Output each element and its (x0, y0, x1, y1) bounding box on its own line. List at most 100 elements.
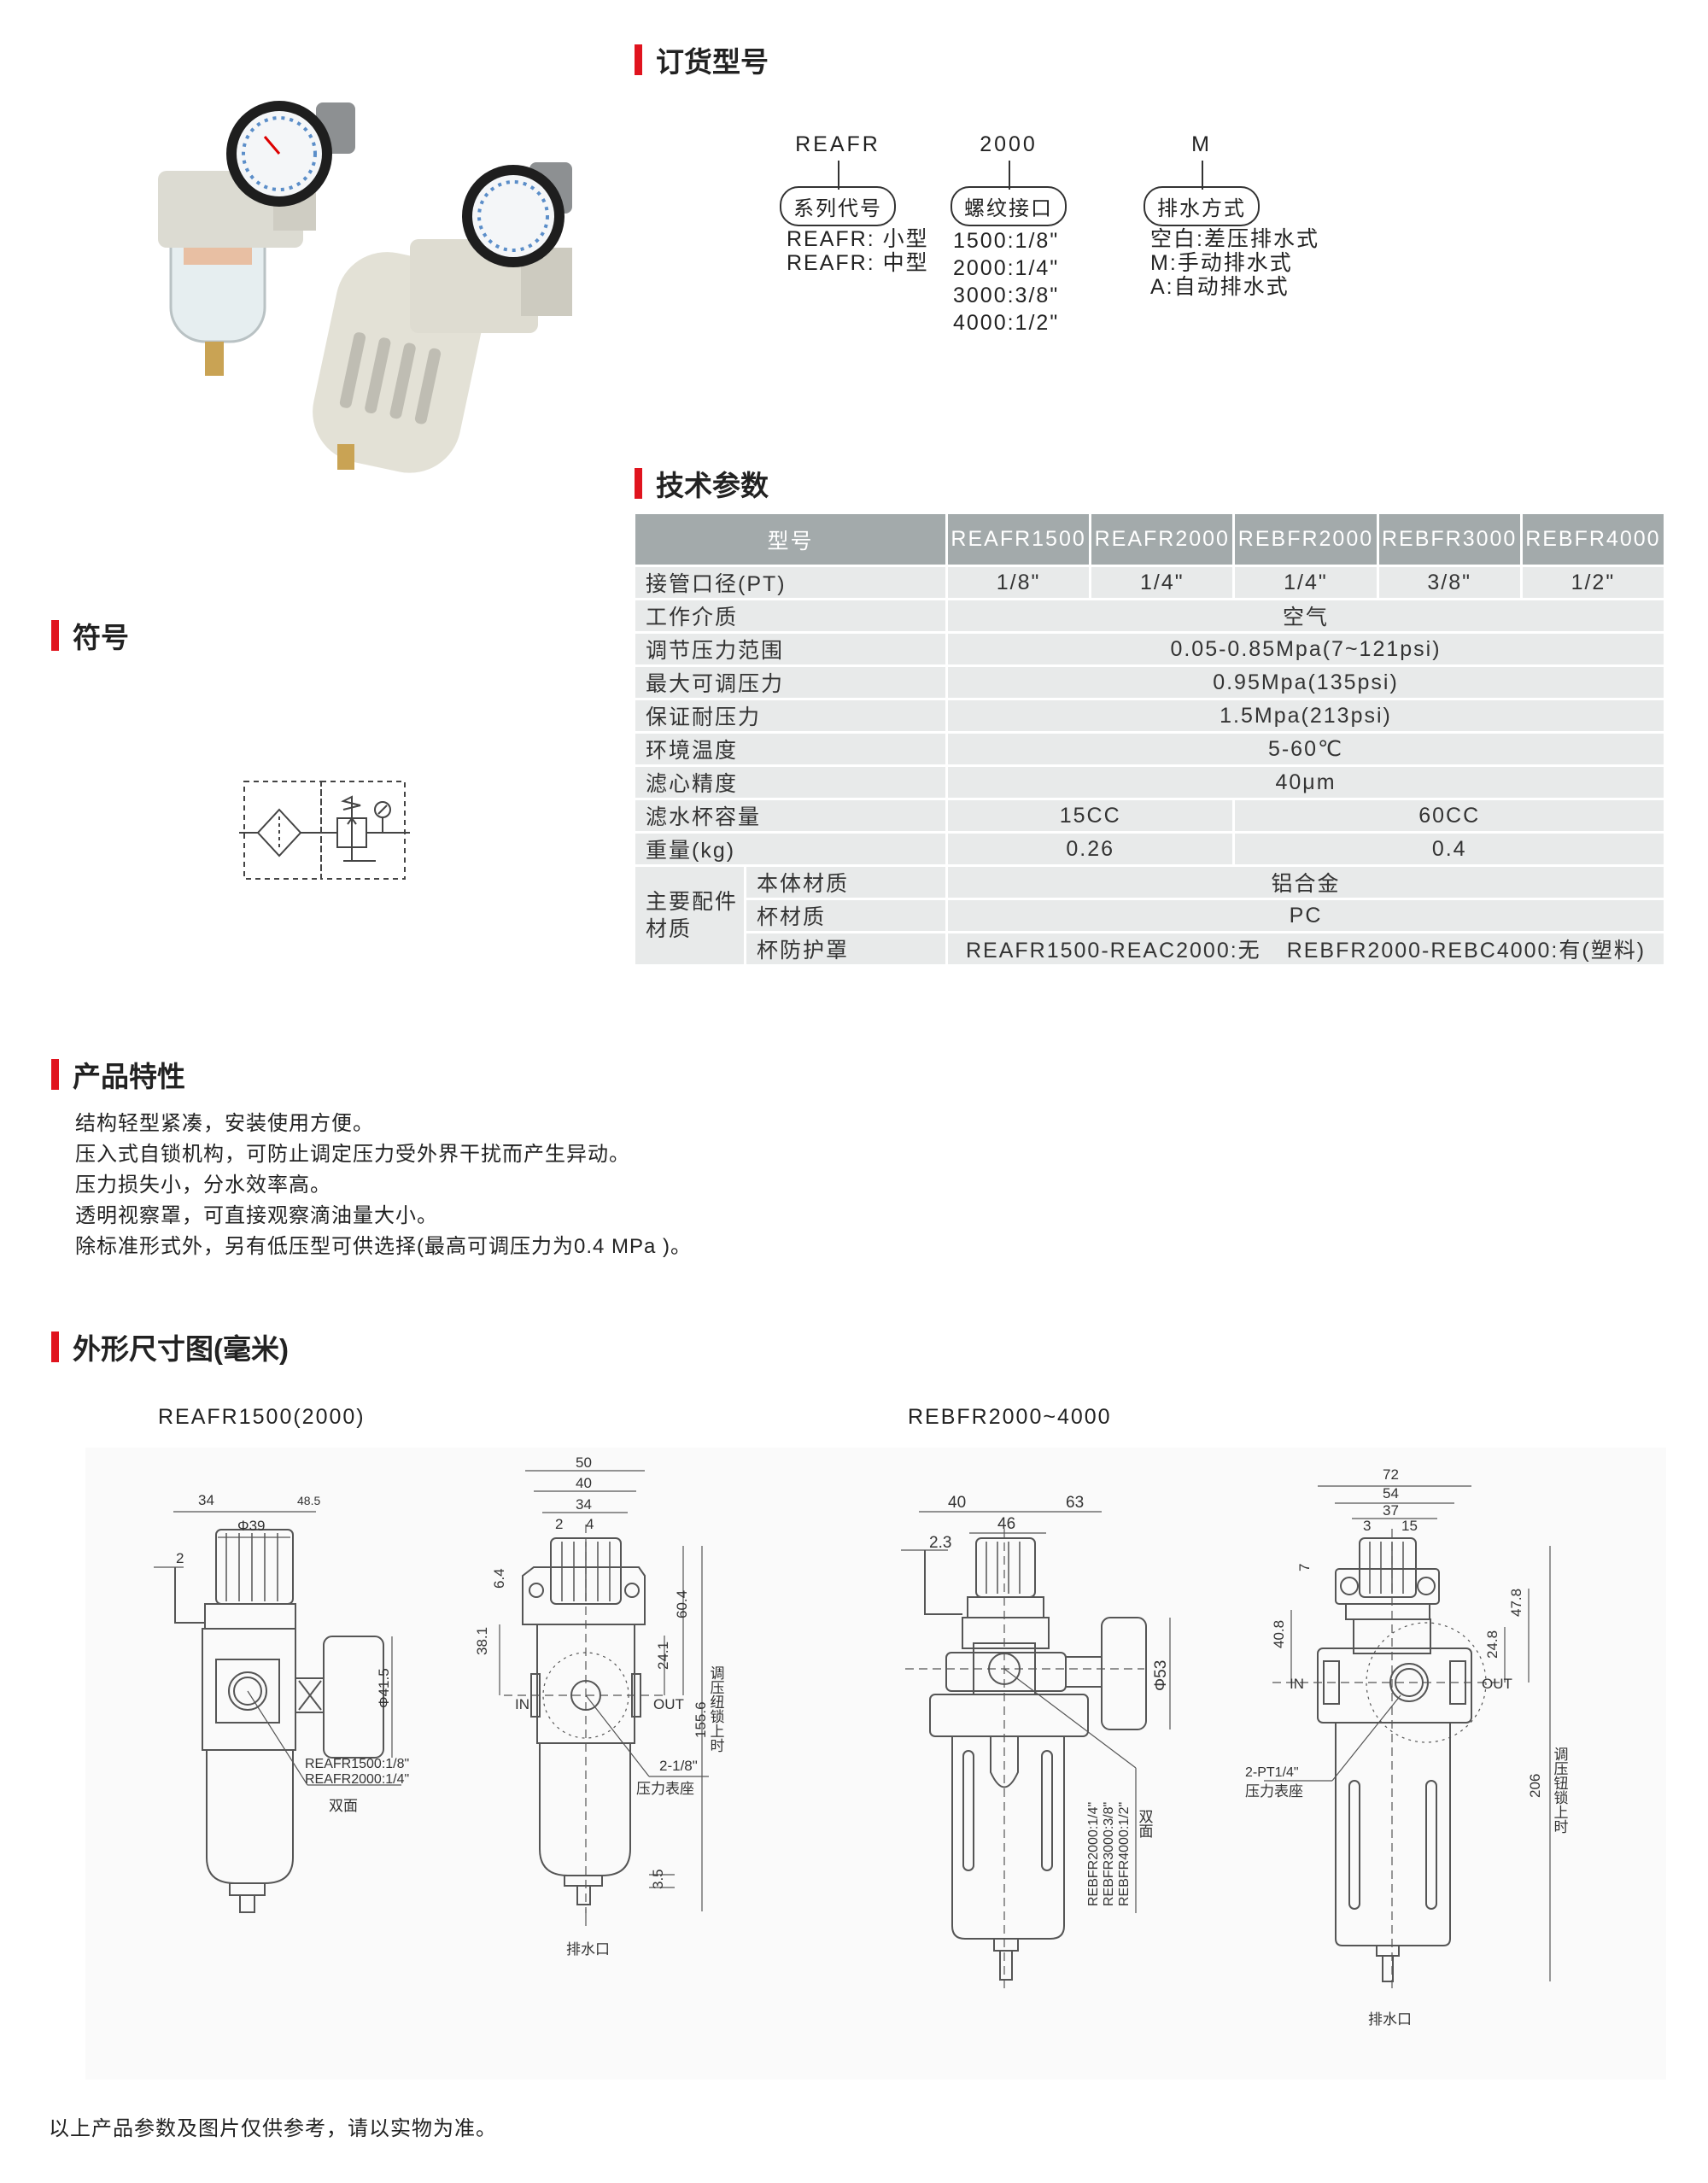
dim-label: 48.5 (297, 1494, 320, 1507)
table-row: 工作介质空气 (632, 598, 1666, 634)
feature-item: 透明视察罩，可直接观察滴油量大小。 (75, 1204, 438, 1227)
symbol-heading: 符号 (51, 615, 129, 656)
drawing-rebfr-front (1264, 1485, 1551, 1990)
dim-label: REBFR3000:3/8" (1102, 1802, 1116, 1906)
cell: 1.5Mpa(213psi) (945, 698, 1666, 734)
medium-filter-regulator (313, 162, 572, 473)
dim-label: 63 (1066, 1494, 1084, 1512)
dim-label: 206 (1527, 1774, 1543, 1798)
row-sublabel: 杯材质 (743, 898, 949, 933)
dim-label: 15 (1401, 1518, 1418, 1534)
features-list: 结构轻型紧凑，安装使用方便。 压入式自锁机构，可防止调定压力受外界干扰而产生异动… (75, 1109, 692, 1262)
header-model-col: REBFR4000 (1519, 512, 1667, 567)
cell: 1/2" (1519, 565, 1667, 600)
cell: PC (945, 898, 1666, 933)
heading-accent-bar (51, 1331, 59, 1362)
drain-options: 空白:差压排水式 M:手动排水式 A:自动排水式 (1150, 227, 1319, 299)
option: 1500:1/8" (953, 229, 1060, 253)
option: 空白:差压排水式 (1150, 227, 1319, 251)
code-series: REAFR (795, 132, 880, 156)
cell: 3/8" (1376, 565, 1523, 600)
dim-label: 压力表座 (1245, 1783, 1303, 1800)
dim-label: 双面 (1137, 1809, 1154, 1838)
dim-label: 2-PT1/4" (1245, 1765, 1299, 1780)
cell: 0.95Mpa(135psi) (945, 664, 1666, 700)
row-label: 保证耐压力 (632, 698, 949, 734)
option: 3000:3/8" (953, 284, 1060, 307)
option: 2000:1/4" (953, 256, 1060, 280)
dim-label: 72 (1383, 1466, 1399, 1483)
header-model-col: REAFR2000 (1089, 512, 1236, 567)
dim-label: 155.6 (693, 1701, 709, 1738)
feature-item: 结构轻型紧凑，安装使用方便。 (75, 1112, 374, 1135)
features-heading: 产品特性 (51, 1054, 185, 1095)
group-label-rebfr: REBFR2000~4000 (908, 1405, 1112, 1429)
dim-label: Φ41.5 (376, 1668, 392, 1708)
dim-label: 调压钮锁上时 (1552, 1747, 1569, 1834)
cell: 1/8" (945, 565, 1092, 600)
table-row: 杯防护罩 REAFR1500-REAC2000:无 REBFR2000-REBC4… (635, 931, 1666, 967)
dim-label: 2.3 (929, 1534, 951, 1552)
dim-label: 40 (948, 1494, 966, 1512)
option: A:自动排水式 (1150, 275, 1290, 299)
dim-label: 3.5 (650, 1869, 666, 1889)
row-label: 最大可调压力 (632, 664, 949, 700)
drawing-rebfr-side (901, 1511, 1171, 1990)
code-connector (838, 161, 839, 190)
product-photo (158, 101, 572, 473)
row-label: 重量(kg) (632, 831, 949, 867)
header-model-col: REAFR1500 (945, 512, 1092, 567)
cell: 0.26 (945, 831, 1236, 867)
row-sublabel: 本体材质 (743, 864, 949, 900)
table-row: 接管口径(PT) 1/8" 1/4" 1/4" 3/8" 1/2" (632, 565, 1667, 600)
cell: 1/4" (1232, 565, 1379, 600)
row-sublabel: 杯防护罩 (743, 931, 949, 967)
row-label: 调节压力范围 (632, 631, 949, 667)
dim-label: REBFR2000:1/4" (1086, 1802, 1101, 1906)
dim-label: 24.8 (1484, 1630, 1500, 1659)
dim-label: 2 (176, 1550, 184, 1566)
dim-label: 50 (576, 1454, 592, 1471)
group-label-reafr: REAFR1500(2000) (158, 1405, 366, 1429)
option: M:手动排水式 (1150, 251, 1293, 275)
dim-label: 24.1 (655, 1642, 671, 1670)
row-label: 工作介质 (632, 598, 949, 634)
dim-label: 2-1/8" (659, 1758, 698, 1774)
guard-value: REAFR1500-REAC2000:无 (965, 939, 1261, 963)
dim-label: 3 (1363, 1518, 1371, 1534)
cell: 1/4" (1089, 565, 1236, 600)
dim-label: REBFR4000:1/2" (1117, 1802, 1132, 1906)
row-label: 滤水杯容量 (632, 798, 949, 834)
spec-table: 型号 REAFR1500 REAFR2000 REBFR2000 REBFR30… (632, 512, 1667, 967)
header-model-col: REBFR3000 (1376, 512, 1523, 567)
label-thread: 螺纹接口 (951, 186, 1067, 226)
guard-value: REBFR2000-REBC4000:有(塑料) (1286, 939, 1647, 963)
dim-label: 38.1 (474, 1627, 490, 1655)
drawing-reafr-front (499, 1470, 709, 1926)
dimension-labels: 34 48.5 Φ39 2 Φ41.5 REAFR1500:1/8" REAFR… (176, 1454, 1568, 2028)
header-model-col: REBFR2000 (1232, 512, 1379, 567)
dim-label: 2 (555, 1516, 563, 1532)
dim-label: IN (1290, 1676, 1304, 1692)
dim-label: OUT (653, 1696, 684, 1712)
dim-label: 40 (576, 1475, 592, 1491)
dim-label: 46 (997, 1515, 1015, 1533)
dim-label: 排水口 (1368, 2011, 1412, 2028)
dim-label: Φ39 (237, 1518, 265, 1534)
table-row: 杯材质 PC (635, 898, 1666, 933)
footer-disclaimer: 以上产品参数及图片仅供参考，请以实物为准。 (49, 2117, 497, 2140)
label-drain: 排水方式 (1144, 186, 1260, 226)
heading-accent-bar (51, 1059, 59, 1090)
spec-heading: 技术参数 (635, 463, 769, 504)
cell: 铝合金 (945, 864, 1666, 900)
option: 4000:1/2" (953, 311, 1060, 335)
dim-label: 调压纽锁上时 (708, 1665, 725, 1753)
option: REAFR: 小型 (787, 227, 929, 251)
header-model: 型号 (632, 512, 949, 567)
dim-label: 6.4 (491, 1568, 507, 1589)
dim-label: 34 (198, 1492, 214, 1508)
order-code-heading: 订货型号 (635, 39, 769, 80)
